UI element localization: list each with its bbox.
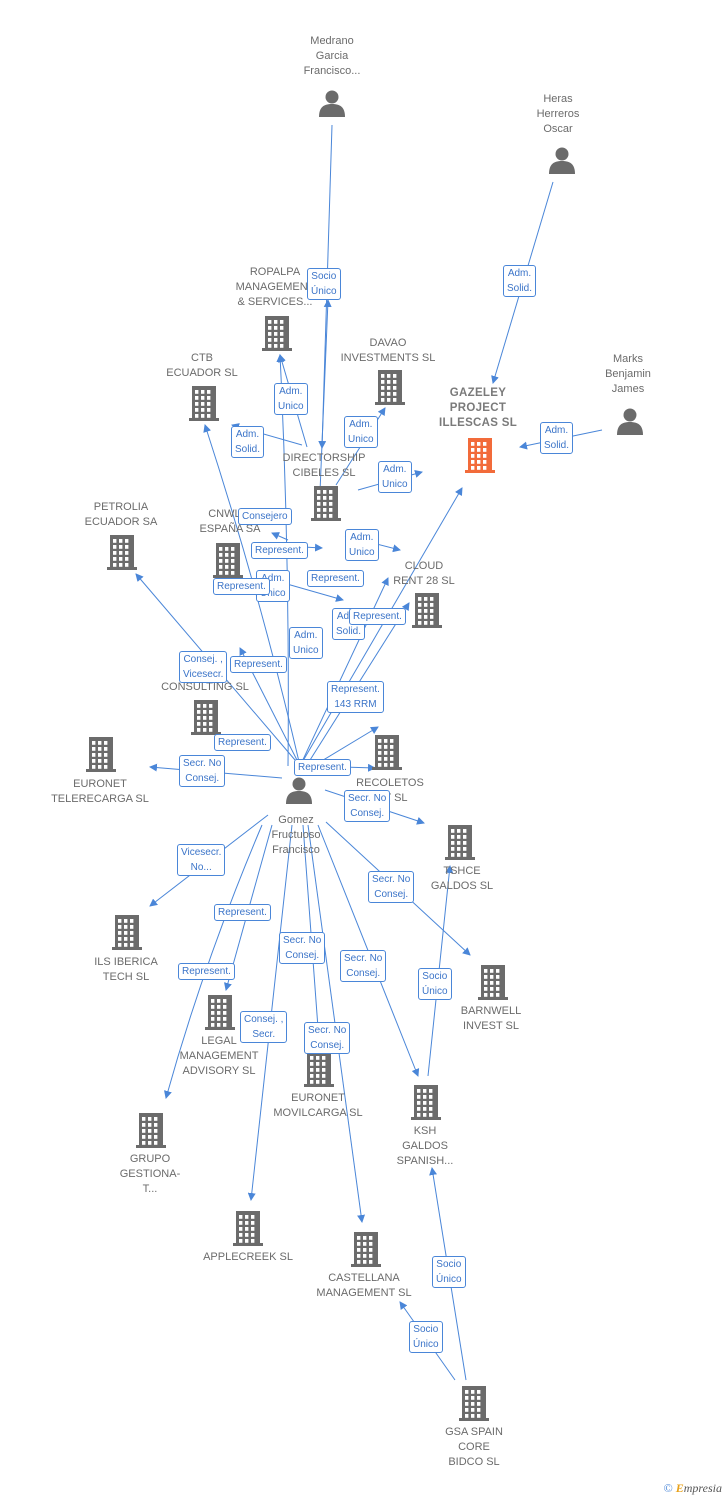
edge-label[interactable]: Represent. [214,904,271,921]
edge-label[interactable]: Adm. Unico [345,529,379,561]
person-icon[interactable] [285,776,313,809]
building-icon[interactable] [136,1112,166,1153]
edge-label[interactable]: Represent. [178,963,235,980]
building-icon[interactable] [112,914,142,955]
node-label-petrolia: PETROLIA ECUADOR SA [84,501,158,528]
edge-label[interactable]: Represent. 143 RRM [327,681,384,713]
building-icon[interactable] [107,534,137,575]
edge-line [299,577,389,767]
edge-line [319,299,332,493]
node-label-euronet-tele: EURONET TELERECARGA SL [51,778,149,805]
edge-label[interactable]: Secr. No Consej. [344,790,391,822]
building-icon[interactable] [189,385,219,426]
node-label-tshce: TSHCE GALDOS SL [430,865,494,892]
node-label-ctb: CTB ECUADOR SL [166,352,238,379]
building-icon[interactable] [86,736,116,777]
edge-label[interactable]: Adm. Solid. [540,422,574,454]
building-icon[interactable] [445,824,475,865]
building-icon[interactable] [191,699,221,740]
building-icon[interactable] [478,964,508,1005]
node-label-heras: Heras Herreros Oscar [536,93,580,135]
person-icon[interactable] [548,146,576,179]
edge-label[interactable]: Socio Único [432,1256,466,1288]
building-icon[interactable] [375,369,405,410]
node-label-marks: Marks Benjamin James [605,353,651,395]
node-label-barnwell: BARNWELL INVEST SL [460,1005,522,1032]
edge-label[interactable]: Socio Único [409,1321,443,1353]
brand-watermark: ©Empresia [664,1481,722,1496]
node-label-ropalpa: ROPALPA MANAGEMENT & SERVICES... [235,266,315,308]
node-label-legal: LEGAL MANAGEMENT ADVISORY SL [179,1035,259,1077]
person-icon[interactable] [616,407,644,440]
copyright-icon: © [663,1481,673,1495]
node-label-euronet-movil: EURONET MOVILCARGA SL [273,1092,363,1119]
building-icon[interactable] [205,994,235,1035]
building-icon-highlight[interactable] [465,437,495,478]
node-label-gomez: Gomez Fructuoso Francisco [271,814,321,856]
person-icon[interactable] [318,89,346,122]
edge-label[interactable]: Secr. No Consej. [279,932,326,964]
edge-label[interactable]: Represent. [230,656,287,673]
edge-label[interactable]: Socio Único [418,968,452,1000]
edge-label[interactable]: Secr. No Consej. [340,950,387,982]
node-label-directorship: DIRECTORSHIP CIBELES SL [282,452,366,479]
building-icon[interactable] [372,734,402,775]
edge-label[interactable]: Adm. Unico [274,383,308,415]
node-label-gsa: GSA SPAIN CORE BIDCO SL [445,1426,503,1468]
building-icon[interactable] [412,592,442,633]
edge-label[interactable]: Represent. [213,578,270,595]
edge-label[interactable]: Consej. , Vicesecr. [179,651,228,683]
edge-label[interactable]: Secr. No Consej. [304,1022,351,1054]
node-label-grupo: GRUPO GESTIONA- T... [119,1153,181,1195]
brand-initial: E [675,1481,684,1495]
node-label-cloud: CLOUD RENT 28 SL [393,560,455,587]
edge-label[interactable]: Secr. No Consej. [368,871,415,903]
edge-label[interactable]: Represent. [214,734,271,751]
edge-label[interactable]: Adm. Unico [344,416,378,448]
edge-label[interactable]: Adm. Solid. [231,426,265,458]
edge-label[interactable]: Represent. [294,759,351,776]
node-label-applecreek: APPLECREEK SL [203,1251,293,1263]
building-icon[interactable] [351,1231,381,1272]
edge-line [299,487,463,767]
edge-line [276,354,289,767]
building-icon[interactable] [262,315,292,356]
edge-label[interactable]: Consej. , Secr. [240,1011,288,1043]
node-label-medrano: Medrano Garcia Francisco... [303,35,361,77]
building-icon[interactable] [311,485,341,526]
edge-line [164,824,263,1099]
building-icon[interactable] [233,1210,263,1251]
edge-label[interactable]: Represent. [307,570,364,587]
edge-label[interactable]: Adm. Unico [378,461,412,493]
node-label-ils: ILS IBERICA TECH SL [94,956,158,983]
edge-label[interactable]: Represent. [349,608,406,625]
edge-label[interactable]: Adm. Unico [289,627,323,659]
building-icon[interactable] [459,1385,489,1426]
building-icon[interactable] [213,542,243,583]
node-label-gazeley: GAZELEY PROJECT ILLESCAS SL [438,387,518,429]
edge-label[interactable]: Vicesecr. No... [177,844,226,876]
node-label-davao: DAVAO INVESTMENTS SL [340,337,436,364]
node-label-ksh: KSH GALDOS SPANISH... [396,1125,454,1167]
brand-name: mpresia [683,1481,722,1495]
edge-label[interactable]: Consejero [238,508,292,525]
node-label-castellana: CASTELLANA MANAGEMENT SL [316,1272,412,1299]
edge-label[interactable]: Represent. [251,542,308,559]
edge-label[interactable]: Secr. No Consej. [179,755,226,787]
edge-label[interactable]: Adm. Solid. [503,265,537,297]
building-icon[interactable] [304,1051,334,1092]
building-icon[interactable] [411,1084,441,1125]
edge-label[interactable]: Socio Único [307,268,341,300]
